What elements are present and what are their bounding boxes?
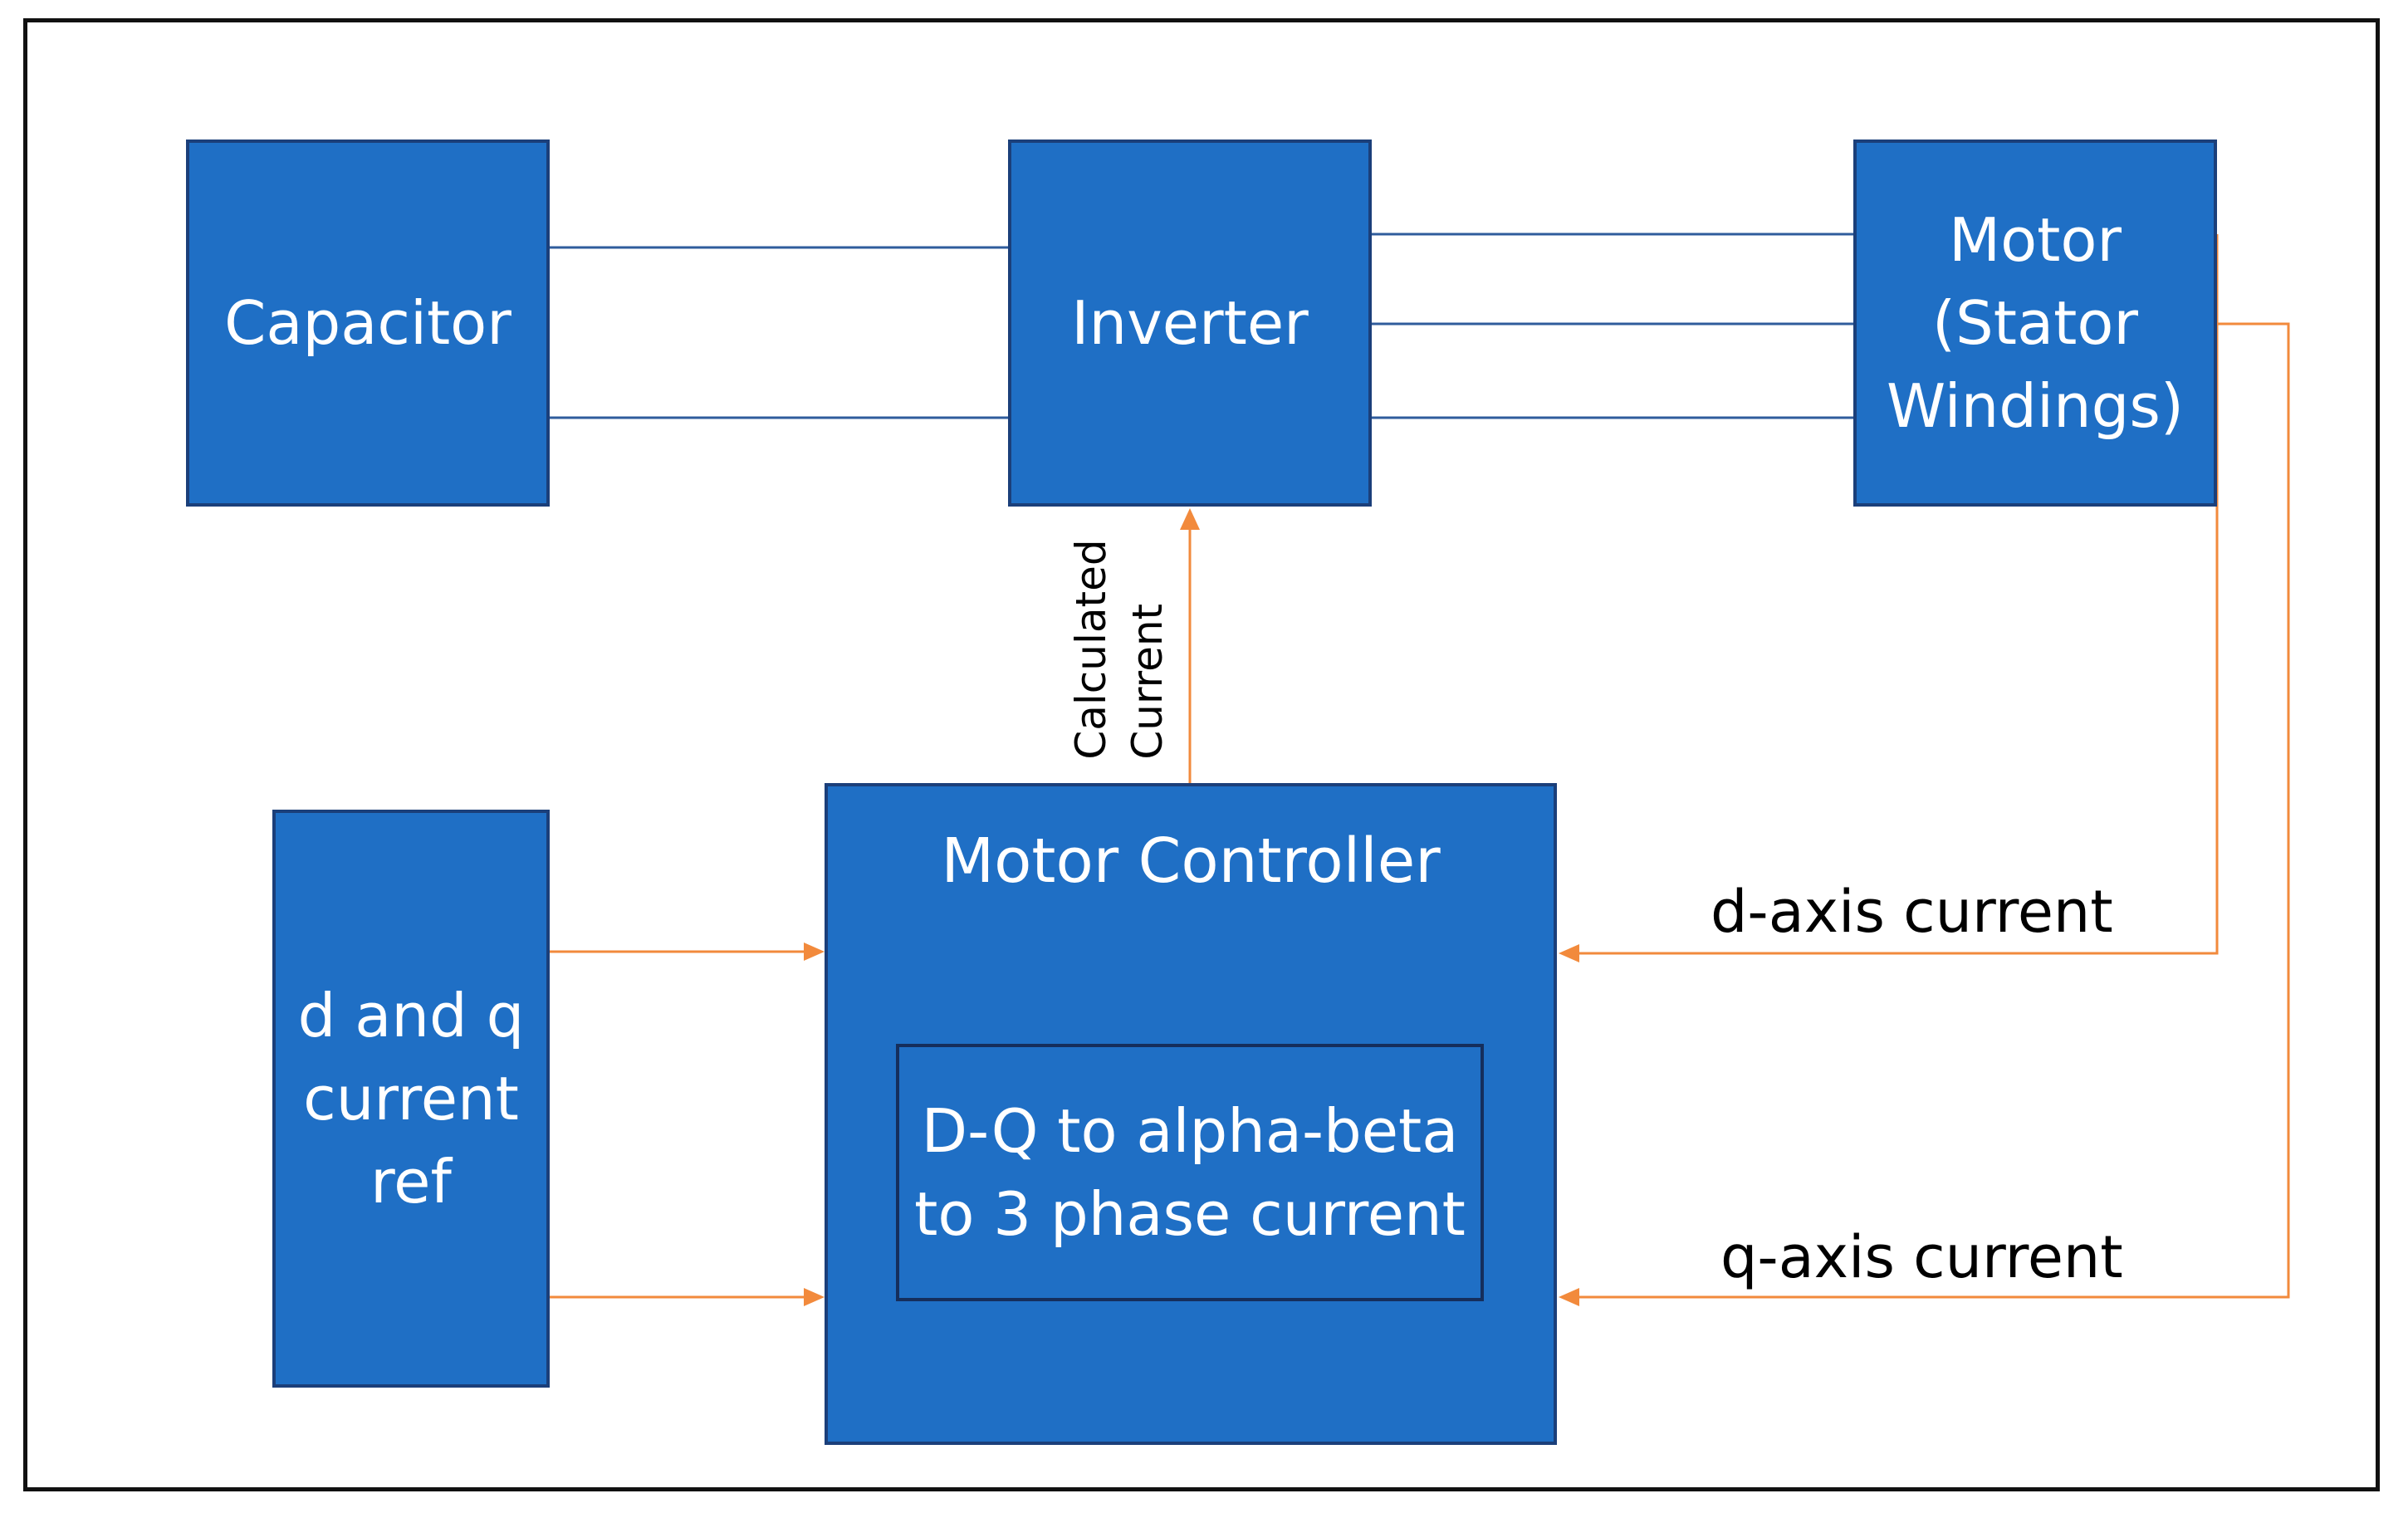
dq-current-ref-label: d and q current ref [297,981,525,1217]
diagram-frame [23,18,2380,1491]
motor-controller-block: Motor Controller D-Q to alpha-beta to 3 … [825,783,1557,1445]
q-ref-arrowhead [804,1288,825,1306]
motor-label: Motor (Stator Windings) [1887,205,2184,441]
q-axis-current-label: q-axis current [1720,1223,2123,1291]
motor-controller-title: Motor Controller [941,825,1441,897]
d-axis-feedback-line [1574,234,2219,955]
dq-transform-block: D-Q to alpha-beta to 3 phase current [896,1044,1484,1301]
motor-block: Motor (Stator Windings) [1853,140,2217,507]
d-axis-current-label: d-axis current [1711,878,2113,946]
q-axis-arrowhead [1559,1288,1579,1306]
dq-current-ref-block: d and q current ref [272,810,550,1388]
d-ref-arrowhead [804,943,825,961]
inverter-label: Inverter [1071,288,1309,358]
d-axis-arrowhead [1559,944,1579,962]
inverter-block: Inverter [1008,140,1372,507]
capacitor-block: Capacitor [186,140,550,507]
dq-transform-label: D-Q to alpha-beta to 3 phase current [914,1096,1466,1249]
calculated-current-label: Calculated Current [1067,539,1172,760]
calculated-current-arrowhead [1180,508,1200,530]
capacitor-label: Capacitor [224,288,511,358]
q-axis-feedback-line [1574,322,2290,1299]
